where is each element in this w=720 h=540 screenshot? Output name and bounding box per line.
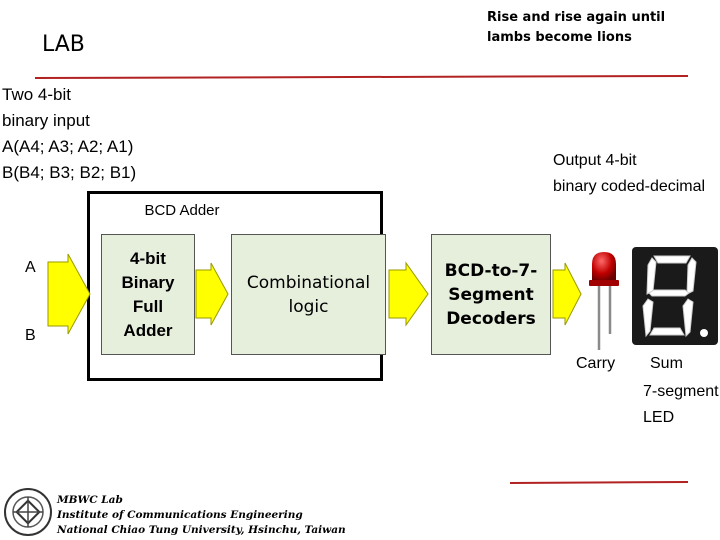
seven-segment-display-icon <box>632 247 718 345</box>
input-arrow-icon <box>47 253 91 335</box>
decoder-line: BCD-to-7- <box>444 260 538 281</box>
footer-line: Institute of Communications Engineering <box>57 509 303 521</box>
adder-to-logic-arrow-icon <box>195 262 229 326</box>
led-icon <box>589 252 619 350</box>
motto: Rise and rise again until lambs become l… <box>487 10 666 45</box>
adder-line: Adder <box>123 320 173 340</box>
adder-line: Binary <box>121 272 175 292</box>
input-b-label: B <box>25 327 36 344</box>
output-description: Output 4-bit binary coded-decimal <box>553 148 705 200</box>
decoder-to-output-arrow-icon <box>552 262 582 326</box>
slide-title: LAB <box>42 32 85 57</box>
logic-line: Combinational <box>246 272 371 293</box>
decoder-line: Decoders <box>446 308 536 329</box>
combinational-logic-block: Combinational logic <box>231 234 386 355</box>
bcd-adder-label: BCD Adder <box>144 202 220 219</box>
bcd-decoder-block: BCD-to-7- Segment Decoders <box>431 234 551 355</box>
footer-line: National Chiao Tung University, Hsinchu,… <box>57 524 346 536</box>
inputs-line: binary input <box>2 111 90 130</box>
adder-line: Full <box>132 296 164 316</box>
binary-full-adder-block: 4-bit Binary Full Adder <box>101 234 195 355</box>
university-seal-icon <box>4 488 52 536</box>
logic-line: logic <box>288 296 329 317</box>
top-rule <box>34 75 689 79</box>
logic-to-decoder-arrow-icon <box>388 261 429 327</box>
seven-segment-label: 7-segment <box>643 383 719 400</box>
sum-label: Sum <box>650 355 683 372</box>
carry-label: Carry <box>576 355 616 372</box>
footer-affiliation: MBWC Lab Institute of Communications Eng… <box>57 493 346 538</box>
adder-line: 4-bit <box>130 248 166 268</box>
output-line: binary coded-decimal <box>553 178 706 195</box>
inputs-line: Two 4-bit <box>2 85 71 104</box>
inputs-line: A(A4; A3; A2; A1) <box>2 137 134 156</box>
inputs-description: Two 4-bit binary input A(A4; A3; A2; A1)… <box>2 82 136 186</box>
led-label: LED <box>643 409 675 426</box>
footer-line: MBWC Lab <box>57 494 123 506</box>
input-a-label: A <box>25 259 36 276</box>
output-line: Output 4-bit <box>553 152 637 169</box>
inputs-line: B(B4; B3; B2; B1) <box>2 163 137 182</box>
decoder-line: Segment <box>448 284 534 305</box>
bottom-rule <box>509 481 689 484</box>
